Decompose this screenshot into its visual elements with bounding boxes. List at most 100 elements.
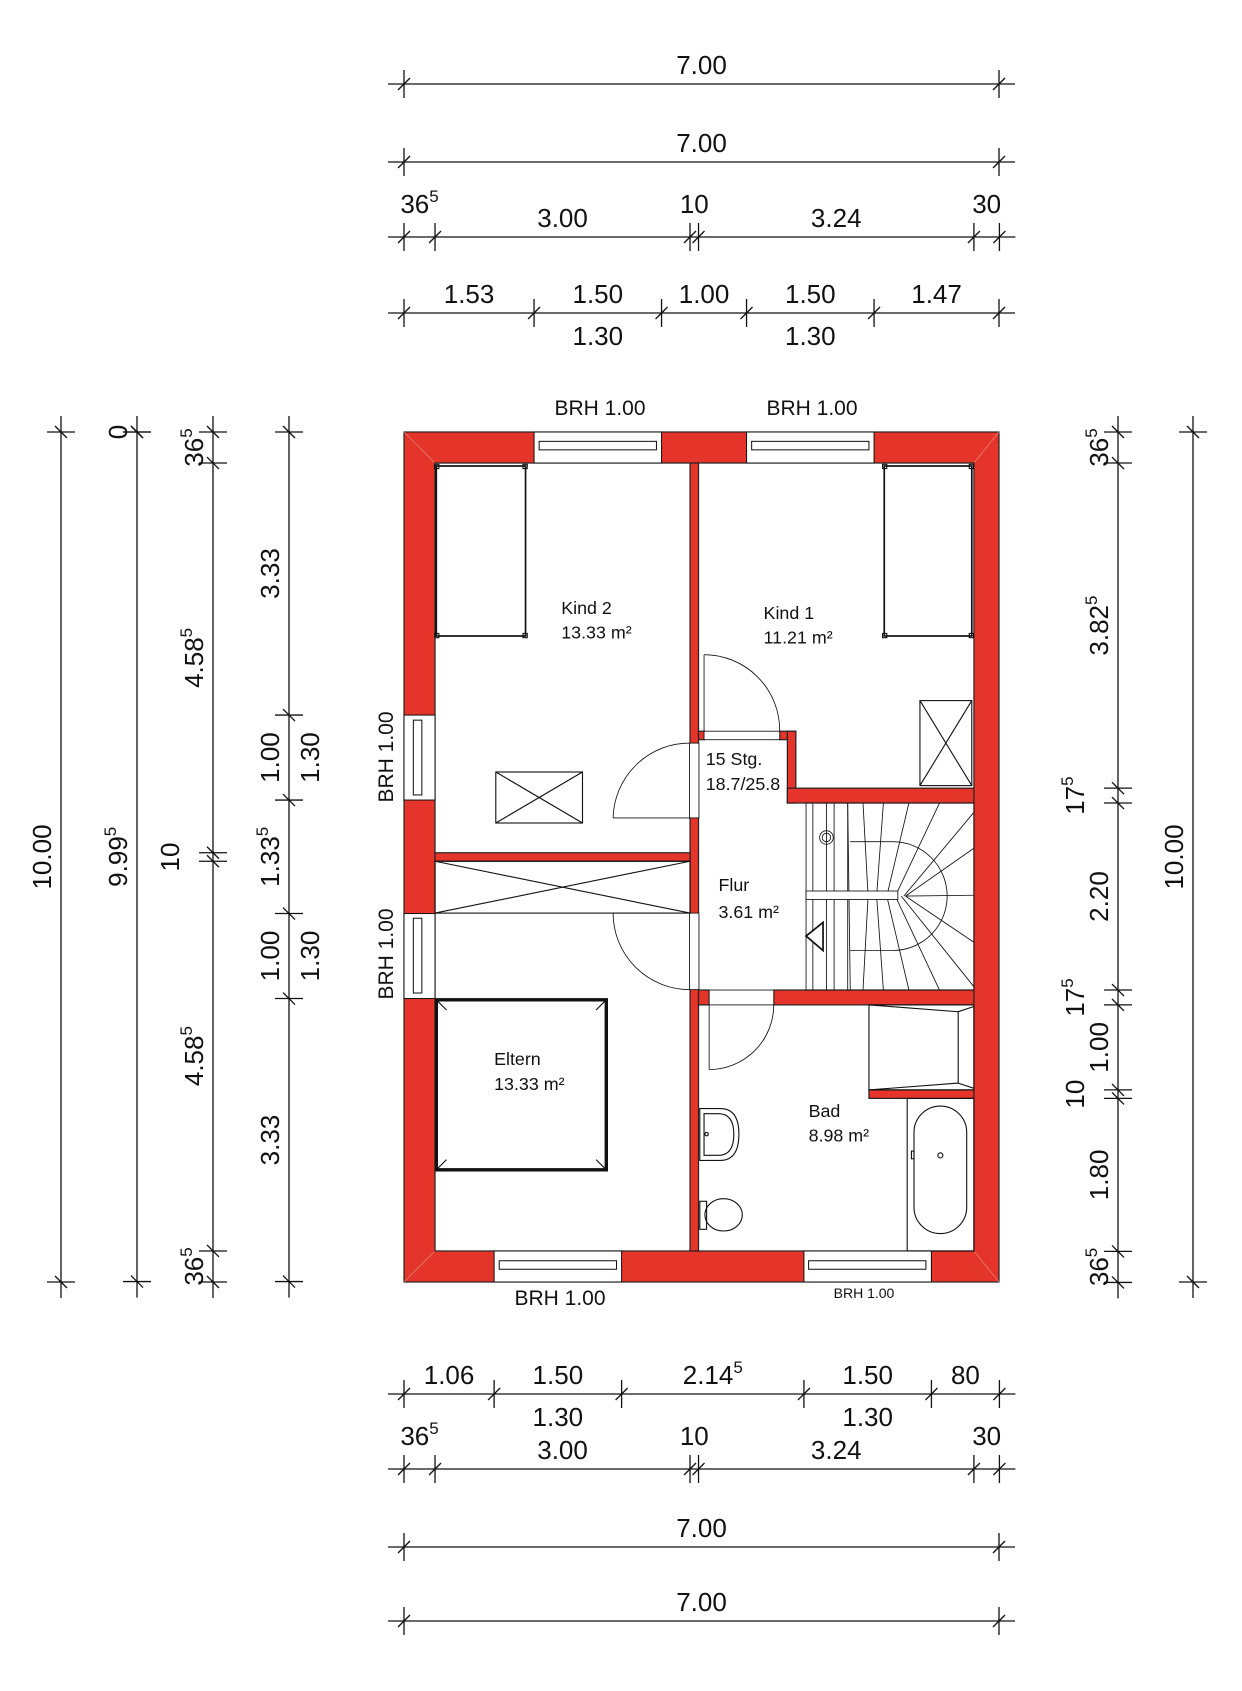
dimension-label: 3.33: [255, 1115, 285, 1166]
dimension-value: 7.00: [676, 50, 727, 80]
dimension-superscript: 5: [253, 827, 272, 836]
staircase: [804, 802, 975, 991]
dimension-label: 1.00: [255, 732, 285, 783]
room-name-kind2: Kind 2: [561, 598, 612, 618]
room-name-kind1: Kind 1: [764, 603, 815, 623]
dimension-label: 2.145: [683, 1358, 743, 1390]
dimension-value: 3.24: [811, 1435, 862, 1465]
dimension-tick-slash: [692, 230, 705, 244]
dimension-tick-slash: [797, 1387, 811, 1401]
dimension-label: 3.24: [811, 1435, 862, 1465]
dimension-sub-label: 1.30: [295, 732, 325, 783]
dimension-tick-slash: [867, 306, 881, 320]
dimension-tick-slash: [206, 846, 220, 860]
wall-kind1-bottom-a: [697, 730, 706, 741]
dimension-tick-slash: [1111, 1275, 1125, 1289]
dimension-value: 3.00: [537, 1435, 588, 1465]
dimension-value: 1.00: [679, 279, 730, 309]
door-kind1[interactable]: [703, 654, 781, 741]
furniture: [434, 463, 975, 1252]
wc: [699, 1198, 743, 1232]
dimension-value: 4.58: [179, 1036, 209, 1087]
dimension-tick-slash: [397, 306, 411, 320]
dimension-value: 36: [179, 438, 209, 467]
door-kind2[interactable]: [612, 742, 691, 819]
room-area-eltern: 13.33 m²: [494, 1074, 564, 1094]
dimension-label: 175: [1058, 978, 1090, 1016]
dimension-value: 3.24: [811, 203, 862, 233]
dimension-tick-slash: [206, 425, 220, 439]
dimension-label: 7.00: [676, 1587, 727, 1617]
dimension-label: 7.00: [676, 1513, 727, 1543]
dimension-sub-label: 1.30: [572, 321, 623, 351]
dimension-value: 17: [1060, 786, 1090, 815]
dimension-superscript: 5: [429, 1419, 438, 1438]
windows: [403, 431, 932, 1283]
dimension-tick-slash: [130, 425, 144, 439]
dimension-tick-slash: [397, 155, 411, 169]
bed-kind1: [881, 463, 975, 639]
dimension-tick-slash: [206, 1275, 220, 1289]
dimension-superscript: 5: [1082, 1248, 1101, 1257]
dimension-label: 1.50: [533, 1360, 584, 1390]
stair-direction-arrow-icon: [804, 920, 824, 953]
dimension-tick-slash: [692, 1462, 705, 1476]
room-name-flur: Flur: [719, 875, 750, 895]
dimension-superscript: 5: [1082, 428, 1101, 437]
dimension-tick-slash: [655, 306, 669, 320]
dimension-tick-slash: [1111, 1083, 1125, 1097]
dimension-tick-slash: [1111, 983, 1125, 997]
dimension-tick-slash: [397, 1614, 411, 1628]
dimension-tick-slash: [1186, 425, 1200, 439]
dimension-label: 1.00: [1084, 1022, 1114, 1073]
dimension-chain-right-2: 10.00: [1159, 416, 1207, 1298]
wall-bad-top-a: [697, 989, 710, 1006]
dimension-label: 1.00: [255, 931, 285, 982]
bathtub: [906, 1097, 975, 1252]
dimension-value: 7.00: [676, 1587, 727, 1617]
dimension-tick-slash: [206, 456, 220, 470]
brh-top-left: BRH 1.00: [554, 397, 645, 420]
dimension-tick-slash: [282, 793, 296, 807]
dimension-tick-slash: [54, 1275, 68, 1289]
dimension-tick-slash: [282, 708, 296, 722]
room-area-flur: 3.61 m²: [719, 902, 780, 922]
dimension-value: 17: [1060, 988, 1090, 1017]
dimension-tick-slash: [992, 1614, 1006, 1628]
dimension-value: 1.50: [533, 1360, 584, 1390]
window-top-left: [533, 431, 663, 464]
dimension-label: 1.06: [424, 1360, 475, 1390]
dimension-label: 365: [400, 1419, 438, 1451]
dimension-superscript: 5: [177, 1026, 196, 1035]
stair-ratio: 18.7/25.8: [706, 774, 780, 794]
dimension-chain-top-2: 7.00: [388, 128, 1015, 176]
dimension-sub-label: 1.30: [842, 1402, 893, 1432]
dimension-label: 4.585: [177, 1026, 209, 1086]
dimension-tick-slash: [615, 1387, 629, 1401]
window-top-right: [746, 431, 875, 464]
dimension-value: 1.00: [1084, 1022, 1114, 1073]
dimension-value: 1.50: [842, 1360, 893, 1390]
door-bad[interactable]: [708, 989, 775, 1070]
dimension-value: 1.53: [444, 279, 495, 309]
dimension-tick-slash: [1111, 781, 1125, 795]
dimension-label: 3.24: [811, 203, 862, 233]
desk-kind2: [495, 771, 584, 824]
dimension-tick-slash: [1111, 1091, 1125, 1105]
dimension-value: 4.58: [179, 637, 209, 688]
wall-stair-top: [786, 787, 975, 804]
partition-center: [689, 462, 700, 1252]
dimension-tick-slash: [282, 1275, 296, 1289]
brh-top-right: BRH 1.00: [766, 397, 857, 420]
dimension-tick-slash: [206, 854, 220, 868]
dimension-tick-slash: [924, 1387, 938, 1401]
dimension-tick-slash: [1111, 1244, 1125, 1258]
dimension-value: 30: [972, 189, 1001, 219]
dimension-label: 10: [1060, 1080, 1090, 1109]
dimension-value: 1.80: [1084, 1150, 1114, 1201]
dimension-label: 30: [972, 189, 1001, 219]
room-labels: Kind 2 13.33 m² Kind 1 11.21 m² 15 Stg. …: [494, 598, 869, 1146]
